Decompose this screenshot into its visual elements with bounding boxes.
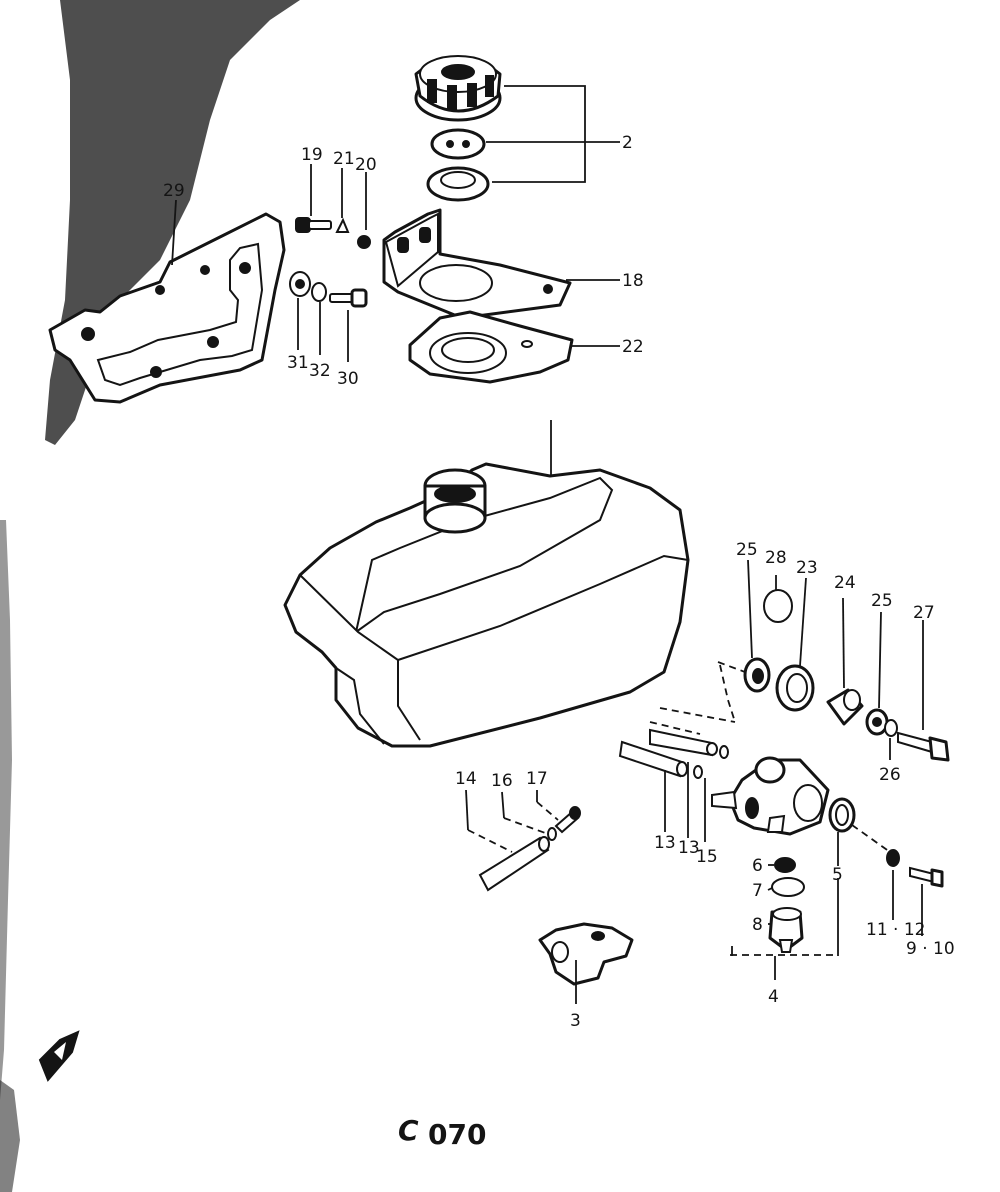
arrow-marker-icon (38, 1030, 80, 1082)
part-25-washer-lower (865, 708, 889, 736)
part-20-washer (357, 235, 371, 249)
fuel-tank (283, 462, 690, 748)
callout-3: 3 (570, 1011, 581, 1031)
callout-2: 2 (622, 133, 633, 153)
part-30-bolt (329, 288, 368, 308)
scan-noise (0, 0, 300, 1192)
callout-14: 14 (455, 769, 477, 789)
part-25-washer-upper (743, 657, 771, 693)
callout-28: 28 (765, 548, 787, 568)
part-26-lockwasher (884, 719, 898, 737)
part-19-bolt (295, 217, 332, 233)
part-28-plug (763, 589, 793, 623)
part-17-screw (554, 806, 581, 834)
callout-29: 29 (163, 181, 185, 201)
part-27-bolt (897, 731, 950, 762)
fuel-cock-body (711, 756, 830, 836)
callout-4: 4 (768, 987, 779, 1007)
callout-13-b: 13 (678, 838, 700, 858)
part-2-filler-cap (414, 55, 502, 122)
part-14-fuel-hose (478, 836, 550, 892)
part-29-bracket-plate (48, 212, 286, 404)
part-9-10-screw (909, 866, 944, 888)
part-32-washer (311, 282, 327, 302)
part-23-grommet (775, 664, 815, 712)
callout-17: 17 (526, 769, 548, 789)
diagram-code-number: 070 (428, 1118, 486, 1151)
callout-5: 5 (832, 865, 843, 885)
part-24-collar (826, 688, 864, 726)
callout-20: 20 (355, 155, 377, 175)
part-3-fuel-cock-lever (538, 922, 634, 986)
part-22-mounting-plate (408, 310, 574, 384)
callout-21: 21 (333, 149, 355, 169)
callout-32: 32 (309, 361, 331, 381)
part-8-sediment-cup (768, 907, 804, 953)
callout-31: 31 (287, 353, 309, 373)
callout-24: 24 (834, 573, 856, 593)
part-31-washer (289, 271, 311, 297)
part-2-cap-gasket (430, 128, 486, 160)
part-13-fuel-pipe-lower (618, 740, 688, 778)
callout-11-12: 11 · 12 (866, 920, 925, 940)
part-16-clip (547, 827, 557, 841)
part-13-fuel-pipe-upper (649, 728, 718, 757)
part-21-clip (335, 217, 350, 233)
diagram-code-prefix: C (398, 1114, 419, 1147)
callout-19: 19 (301, 145, 323, 165)
callout-26: 26 (879, 765, 901, 785)
callout-22: 22 (622, 337, 644, 357)
callout-8: 8 (752, 915, 763, 935)
callout-16: 16 (491, 771, 513, 791)
callout-27: 27 (913, 603, 935, 623)
callout-7: 7 (752, 881, 763, 901)
part-18-tank-bracket (382, 208, 572, 320)
part-15-hose-clip (693, 745, 729, 779)
callout-13-a: 13 (654, 833, 676, 853)
callout-30: 30 (337, 369, 359, 389)
callout-23: 23 (796, 558, 818, 578)
part-11-12-washer (886, 849, 900, 867)
callout-9-10: 9 · 10 (906, 939, 955, 959)
part-6-filter (774, 857, 796, 873)
callout-6: 6 (752, 856, 763, 876)
part-5-o-ring (828, 797, 856, 833)
diagram-code: C 070 (398, 1114, 486, 1151)
part-2-cap-seal (426, 166, 490, 202)
callout-25-lower: 25 (871, 591, 893, 611)
callout-18: 18 (622, 271, 644, 291)
callout-labels: 2 18 22 19 21 20 29 31 32 30 25 28 23 24… (163, 133, 955, 1031)
callout-15: 15 (696, 847, 718, 867)
callout-25-upper: 25 (736, 540, 758, 560)
part-7-gasket (771, 877, 805, 897)
